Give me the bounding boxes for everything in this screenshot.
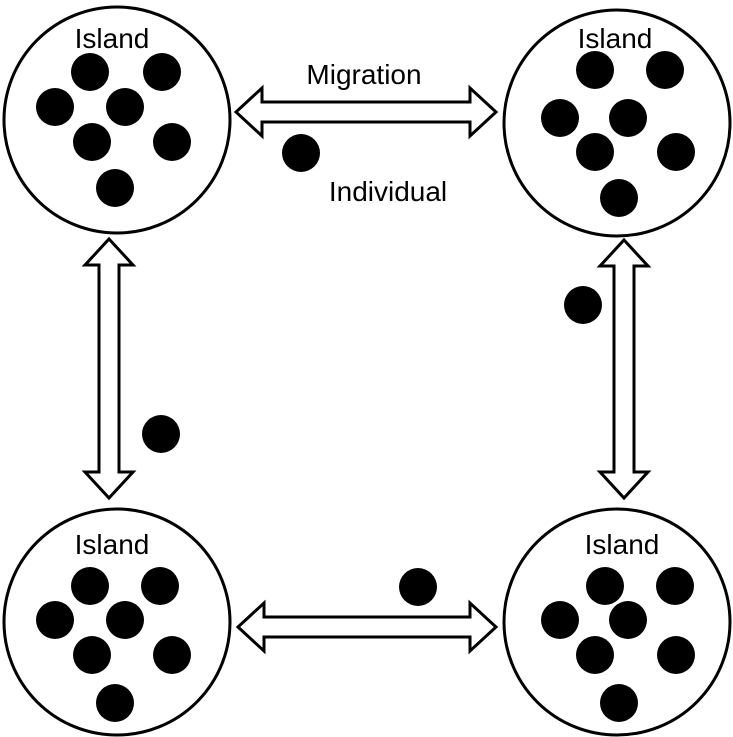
migration-label: Migration xyxy=(306,59,421,90)
individual-dot xyxy=(600,684,638,722)
individual-dot xyxy=(73,123,111,161)
island-bottom-right-individuals xyxy=(541,567,695,722)
individual-dot xyxy=(36,601,74,639)
individual-dot xyxy=(576,636,614,674)
island-label-top-right: Island xyxy=(578,23,653,54)
island-label-bottom-right: Island xyxy=(585,529,660,560)
migrating-individual-right xyxy=(564,286,602,324)
individual-dot xyxy=(153,123,191,161)
individual-dot xyxy=(106,88,144,126)
individual-dot xyxy=(153,636,191,674)
individual-dot xyxy=(96,684,134,722)
island-bottom-left-individuals xyxy=(36,567,191,722)
individual-dot xyxy=(656,567,694,605)
migrating-individual-left xyxy=(142,415,180,453)
individual-dot xyxy=(609,99,647,137)
island-label-bottom-left: Island xyxy=(75,529,150,560)
migrating-individual-top xyxy=(282,134,320,172)
individual-dot xyxy=(71,567,109,605)
island-top-right-individuals xyxy=(541,51,695,217)
individual-dot xyxy=(143,53,181,91)
individual-dot xyxy=(141,567,179,605)
island-label-top-left: Island xyxy=(75,23,150,54)
migration-arrow-right xyxy=(596,237,652,501)
individual-dot xyxy=(657,636,695,674)
individual-dot xyxy=(586,567,624,605)
individual-dot xyxy=(96,169,134,207)
individual-dot xyxy=(541,601,579,639)
individual-label: Individual xyxy=(329,176,447,207)
individual-dot xyxy=(541,99,579,137)
individual-dot xyxy=(36,88,74,126)
individual-dot xyxy=(71,53,109,91)
individual-dot xyxy=(657,133,695,171)
individual-dot xyxy=(106,601,144,639)
individual-dot xyxy=(609,601,647,639)
individual-dot xyxy=(646,51,684,89)
individual-dot xyxy=(600,179,638,217)
migrating-individual-bottom xyxy=(399,568,437,606)
migration-arrow-left xyxy=(81,236,137,501)
migration-arrow-bottom xyxy=(235,599,499,655)
island-top-left-individuals xyxy=(36,53,191,207)
individual-dot xyxy=(576,51,614,89)
individual-dot xyxy=(73,636,111,674)
migration-arrow-top xyxy=(233,84,499,140)
individual-dot xyxy=(576,133,614,171)
